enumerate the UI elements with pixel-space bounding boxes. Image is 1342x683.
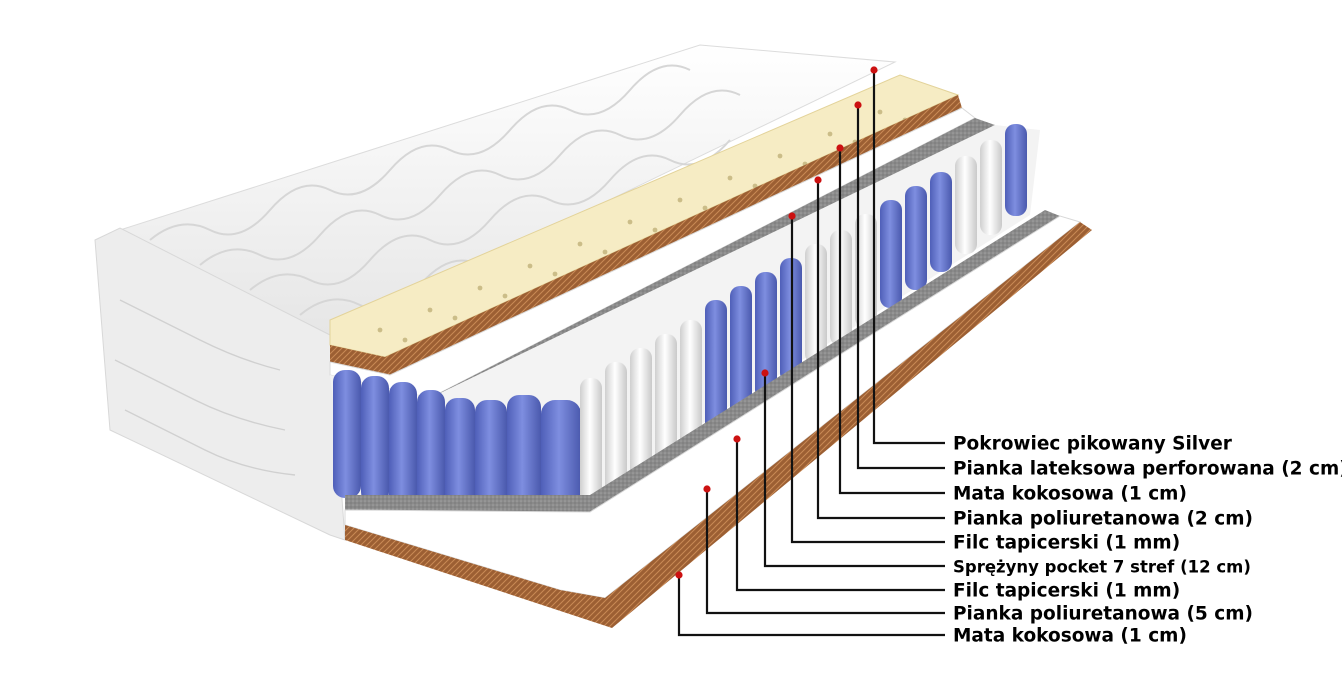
leader-line: [677, 575, 945, 637]
red-dot-marker-icon: [814, 176, 822, 184]
red-dot-marker-icon: [761, 369, 769, 377]
callout-coconut-mat-bottom: Mata kokosowa (1 cm): [675, 571, 1187, 647]
callout-pu-foam-bottom: Pianka poliuretanowa (5 cm): [703, 485, 1253, 625]
red-dot-marker-icon: [788, 212, 796, 220]
red-dot-marker-icon: [836, 144, 844, 152]
callout-label: Mata kokosowa (1 cm): [953, 484, 1187, 505]
side-springs: [580, 124, 1027, 518]
mattress-illustration: [94, 44, 1092, 628]
callout-coconut-mat-top: Mata kokosowa (1 cm): [836, 144, 1187, 505]
callout-label: Filc tapicerski (1 mm): [953, 533, 1180, 554]
coconut-mat-top-layer: [330, 95, 962, 375]
red-dot-marker-icon: [870, 66, 878, 74]
red-dot-marker-icon: [675, 571, 683, 579]
red-dot-marker-icon: [703, 485, 711, 493]
callout-felt-top: Filc tapicerski (1 mm): [788, 212, 1180, 554]
leader-line: [856, 105, 945, 470]
callout-label: Pokrowiec pikowany Silver: [953, 434, 1233, 455]
callout-pu-foam-top: Pianka poliuretanowa (2 cm): [814, 176, 1253, 530]
red-dot-marker-icon: [733, 435, 741, 443]
callout-label: Filc tapicerski (1 mm): [953, 581, 1180, 602]
callout-label: Pianka poliuretanowa (2 cm): [953, 509, 1253, 530]
callout-felt-bottom: Filc tapicerski (1 mm): [733, 435, 1180, 602]
callout-label: Pianka poliuretanowa (5 cm): [953, 604, 1253, 625]
callout-latex-foam: Pianka lateksowa perforowana (2 cm): [854, 101, 1342, 480]
callout-cover: Pokrowiec pikowany Silver: [870, 66, 1233, 455]
callout-label: Sprężyny pocket 7 stref (12 cm): [953, 558, 1251, 577]
leader-line: [838, 148, 945, 495]
callout-pocket-springs: Sprężyny pocket 7 stref (12 cm): [761, 369, 1251, 577]
leader-line: [790, 216, 945, 544]
callout-label: Mata kokosowa (1 cm): [953, 626, 1187, 647]
leader-line: [705, 489, 945, 615]
leader-line: [735, 439, 945, 592]
leader-line: [872, 70, 945, 445]
red-dot-marker-icon: [854, 101, 862, 109]
leader-line: [763, 373, 945, 568]
leader-line: [816, 180, 945, 520]
callout-label: Pianka lateksowa perforowana (2 cm): [953, 459, 1342, 480]
